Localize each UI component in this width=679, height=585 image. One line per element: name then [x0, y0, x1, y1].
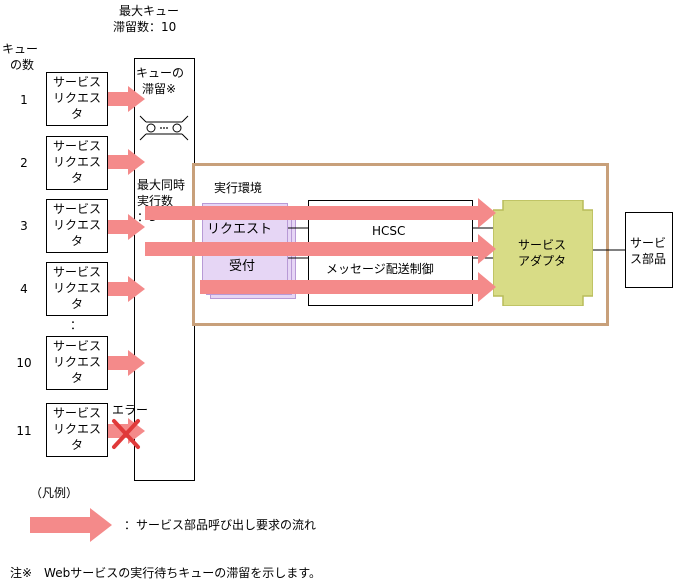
- max-queue-label-line2: 滞留数：10: [113, 20, 177, 34]
- requester-line1: サービス: [52, 139, 101, 153]
- service-component-line1: サービ: [630, 236, 667, 250]
- queue-count-header-line2: の数: [10, 58, 35, 72]
- queue-count-header-line1: キュー: [2, 42, 39, 56]
- requester-line1: サービス: [52, 406, 101, 420]
- request-accept-line2: 受付: [229, 259, 256, 274]
- queue-number-4: 4: [20, 282, 28, 296]
- legend-header: （凡例）: [30, 486, 79, 500]
- requester-line1: サービス: [52, 339, 101, 353]
- service-adapter-shape: [493, 200, 593, 306]
- requester-line3: タ: [70, 438, 83, 452]
- service-component-line2: ス部品: [630, 252, 667, 266]
- requester-line2: リクエス: [52, 281, 101, 295]
- queue-number-3: 3: [20, 219, 28, 233]
- error-label: エラー: [112, 403, 149, 417]
- service-adapter-line1: サービス: [518, 238, 567, 252]
- message-control-label: メッセージ配送制御: [326, 262, 434, 276]
- execution-environment-label: 実行環境: [214, 181, 263, 195]
- flow-arrow-long: [200, 272, 496, 302]
- queue-retention-line1: キューの: [136, 66, 185, 80]
- legend-text: ：サービス部品呼び出し要求の流れ: [124, 518, 317, 532]
- queue-number-1: 1: [20, 93, 28, 107]
- service-component-box: [625, 212, 673, 288]
- requester-line2: リクエス: [52, 355, 101, 369]
- service-requester-3: サービス リクエス タ: [46, 199, 108, 253]
- requester-line2: リクエス: [52, 91, 101, 105]
- requester-line3: タ: [70, 107, 83, 121]
- queue-retention-line2: 滞留※: [142, 82, 177, 96]
- requester-line3: タ: [70, 297, 83, 311]
- flow-arrow: [108, 149, 145, 175]
- service-requester-10: サービス リクエス タ: [46, 336, 108, 390]
- requester-line2: リクエス: [52, 155, 101, 169]
- service-requester-2: サービス リクエス タ: [46, 136, 108, 190]
- hcsc-label: HCSC: [372, 224, 406, 238]
- queue-retention-icon: [139, 115, 189, 141]
- flow-arrow: [108, 350, 145, 376]
- flow-arrow-long: [145, 234, 496, 264]
- request-accept-line1: リクエスト: [207, 222, 273, 237]
- service-requester-11: サービス リクエス タ: [46, 403, 108, 457]
- requester-line3: タ: [70, 371, 83, 385]
- requester-line1: サービス: [52, 75, 101, 89]
- error-x-icon: [112, 419, 140, 449]
- ellipsis-mark: ：: [70, 318, 83, 332]
- queue-number-2: 2: [20, 156, 28, 170]
- footnote: 注※ Webサービスの実行待ちキューの滞留を示します。: [10, 566, 322, 580]
- max-concurrent-line2: 実行数: [137, 194, 174, 208]
- requester-line2: リクエス: [52, 218, 101, 232]
- queue-number-11: 11: [16, 424, 32, 438]
- queue-number-10: 10: [16, 356, 32, 370]
- flow-arrow: [108, 86, 145, 112]
- legend-arrow: [30, 508, 112, 542]
- service-requester-1: サービス リクエス タ: [46, 72, 108, 126]
- service-adapter: [493, 200, 593, 306]
- requester-line3: タ: [70, 171, 83, 185]
- flow-arrow-long: [145, 198, 496, 228]
- requester-line3: タ: [70, 234, 83, 248]
- service-requester-4: サービス リクエス タ: [46, 262, 108, 316]
- max-concurrent-line1: 最大同時: [137, 178, 186, 192]
- requester-line2: リクエス: [52, 422, 101, 436]
- flow-arrow: [108, 276, 145, 302]
- flow-arrow: [108, 214, 145, 240]
- requester-line1: サービス: [52, 265, 101, 279]
- requester-line1: サービス: [52, 202, 101, 216]
- service-adapter-line2: アダプタ: [518, 254, 567, 268]
- max-queue-label-line1: 最大キュー: [119, 4, 180, 18]
